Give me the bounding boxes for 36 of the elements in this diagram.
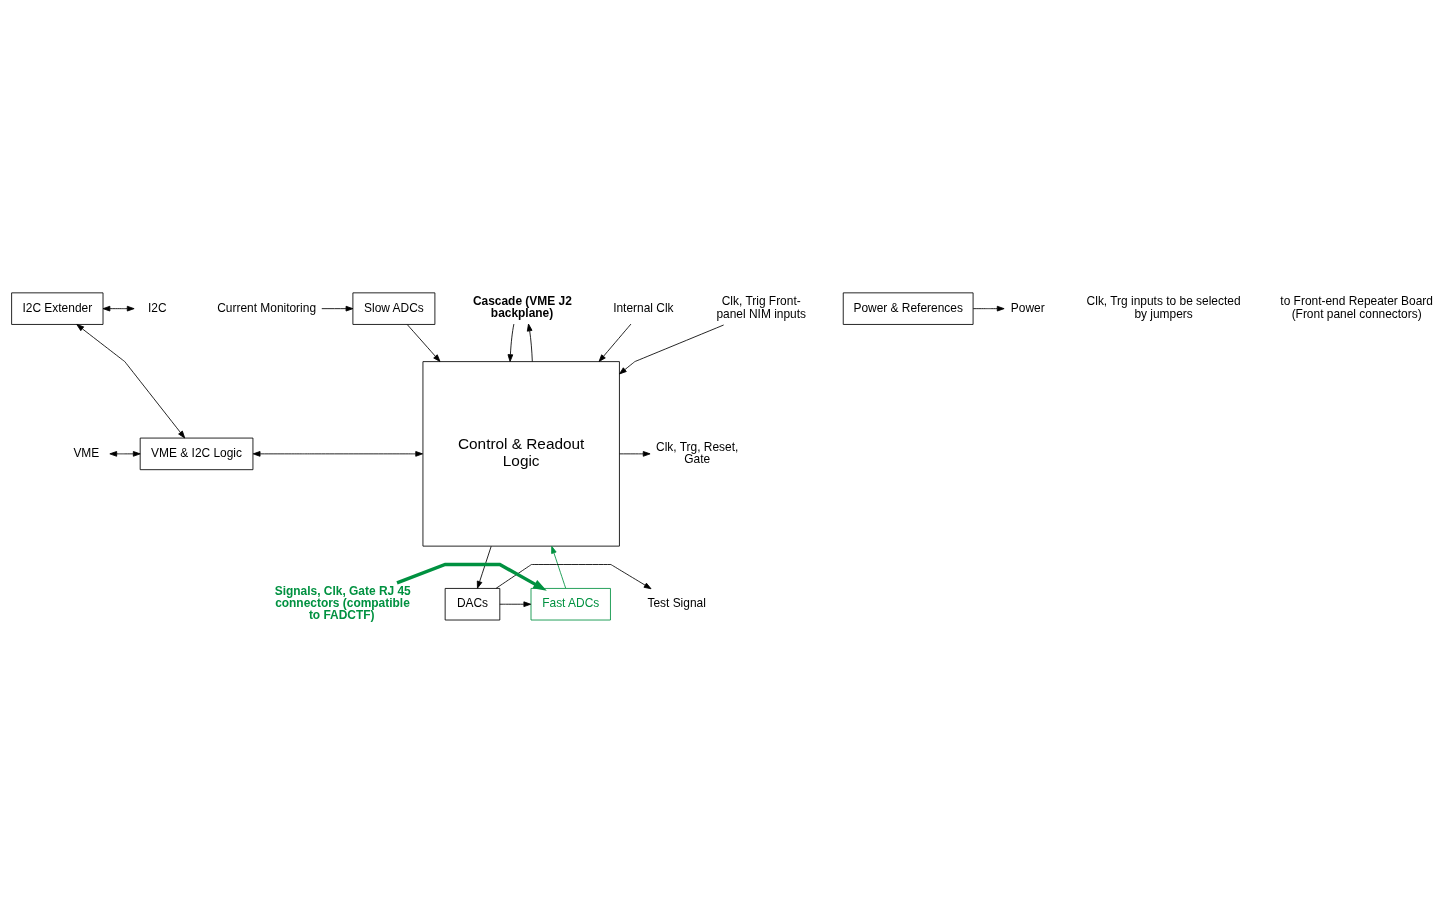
arrow [476, 545, 492, 589]
arrow [598, 323, 632, 362]
node-box: Control & Readout Logic [422, 360, 620, 547]
node-box: Fast ADCs [530, 587, 611, 620]
node-box: Slow ADCs [352, 291, 436, 325]
node-text: Cascade (VME J2 backplane) [472, 293, 572, 320]
arrow [321, 305, 354, 311]
node-text: Power [1010, 300, 1045, 315]
node-text: Clk, Trig Front-panel NIM inputs [716, 293, 807, 321]
label: Clk, Trg inputs to be selected by jumpers [1086, 293, 1241, 321]
arrow [499, 600, 532, 607]
arrow [76, 323, 186, 438]
node-text: VME [73, 445, 100, 460]
arrow [551, 545, 567, 589]
node-text: Clk, Trg, Reset, Gate [656, 439, 739, 466]
arrow [109, 450, 141, 457]
node-box: I2C Extender [11, 291, 104, 325]
arrow [972, 305, 1005, 311]
node-box: Power & References [842, 291, 974, 325]
node-box: DACs [444, 587, 501, 620]
arrow [495, 563, 652, 589]
arrow [252, 450, 423, 457]
label: to Front-end Repeater Board (Front panel connectors) [1280, 293, 1433, 321]
node-text: Internal Clk [613, 300, 674, 315]
node-text: Signals, Clk, Gate RJ 45 connectors (compatible to FADCTF) [274, 583, 411, 622]
arrow [406, 323, 441, 362]
arrow [396, 562, 547, 591]
node-text: Test Signal [647, 595, 706, 610]
node-text: Current Monitoring [217, 300, 317, 315]
arrow [619, 450, 651, 457]
arrow [102, 305, 135, 311]
arrow [526, 323, 533, 362]
node-box: VME & I2C Logic [139, 437, 254, 470]
arrow [619, 324, 725, 374]
node-text: I2C [147, 300, 167, 315]
arrow [507, 323, 515, 362]
